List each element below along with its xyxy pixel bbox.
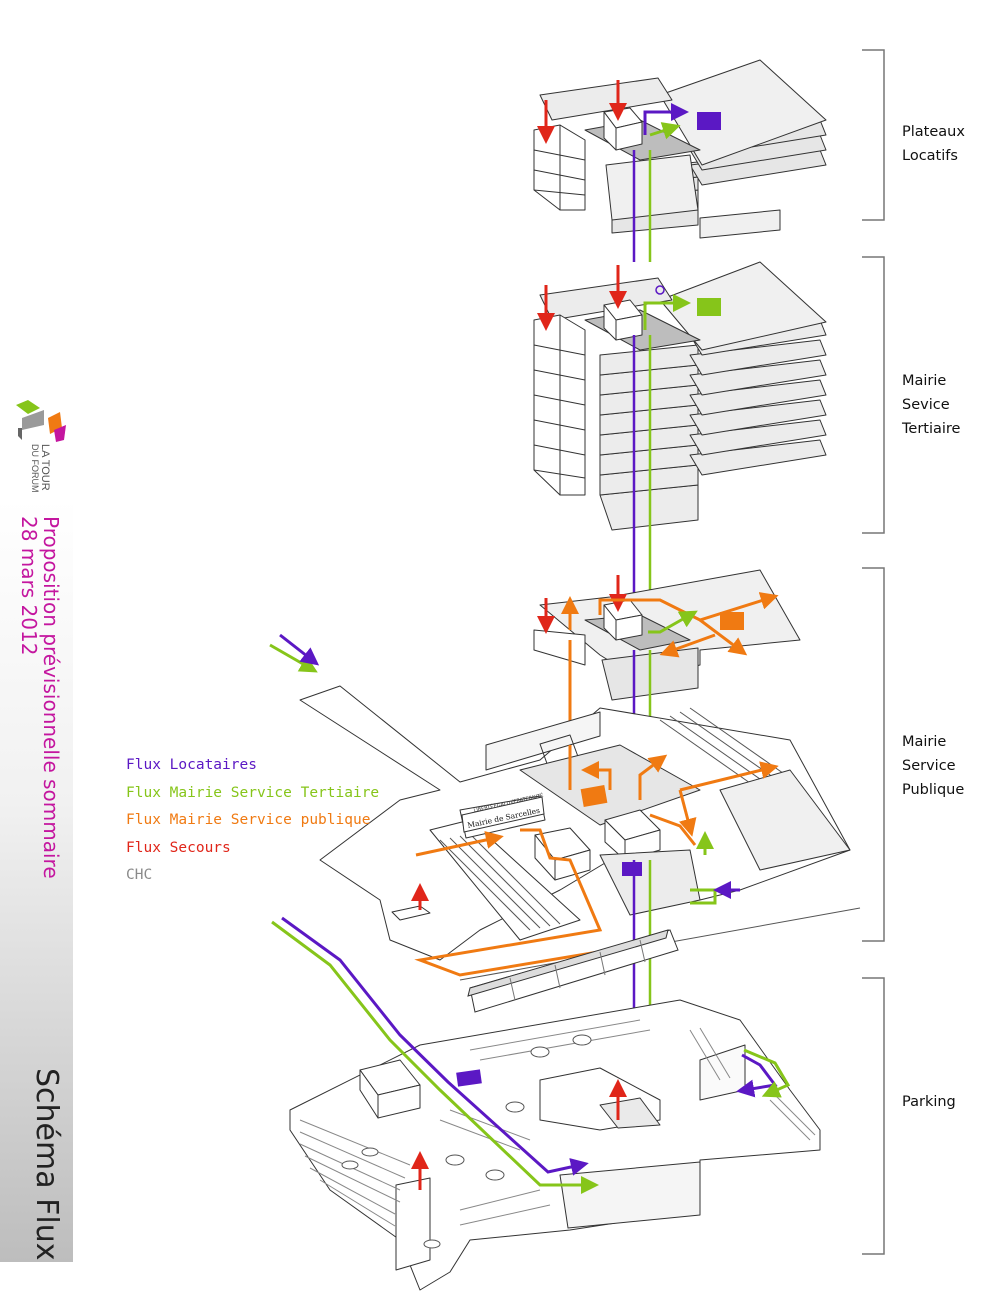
block1-flux (537, 80, 689, 144)
parking-flux (271, 916, 791, 1194)
parking-level (289, 999, 821, 1291)
zone-label-line: Locatifs (902, 148, 958, 164)
legend-item-chc: CHC (126, 867, 153, 883)
page-title: Schéma Flux (29, 1068, 64, 1261)
legend-item-publique: Flux Mairie Service publique (126, 812, 371, 828)
tenant-elevator-icon (697, 112, 721, 130)
public-elevator-icon (720, 612, 744, 630)
legend: Flux Locataires Flux Mairie Service Tert… (126, 752, 379, 890)
zone-label-line: Mairie (902, 734, 947, 750)
ground-floor-plaza (299, 685, 851, 961)
zone-brackets (862, 49, 885, 1255)
zone-label-line: Plateaux (902, 124, 965, 140)
zone-label-parking: Parking (902, 1090, 956, 1114)
block2-flux (537, 265, 691, 331)
zone-label-line: Tertiaire (902, 421, 961, 437)
zone-label-line: Service (902, 758, 956, 774)
ground-elevator-icon (580, 785, 608, 807)
logo-text-line2: DU FORUM (30, 444, 40, 493)
zone-label-tertiaire: Mairie Sevice Tertiaire (902, 369, 960, 441)
legend-item-secours: Flux Secours (126, 839, 231, 856)
tower-block-tertiaire (533, 261, 827, 531)
tram (459, 907, 861, 1013)
ground-floor-flux (269, 633, 779, 977)
zone-label-line: Mairie (902, 373, 947, 389)
zone-label-line: Publique (902, 782, 965, 798)
parking-elevator-icon (456, 1069, 482, 1087)
subtitle-line1: Proposition prévisionnelle sommaire (39, 516, 63, 879)
tower-block-plateaux (533, 59, 827, 239)
legend-item-tertiaire: Flux Mairie Service Tertiaire (126, 784, 380, 801)
tertiaire-elevator-icon (697, 298, 721, 316)
public-service-floor (533, 569, 801, 701)
logo-text-line1: LA TOUR (39, 444, 51, 491)
sidebar-gradient (0, 498, 73, 1262)
zone-label-publique: Mairie Service Publique (902, 730, 964, 802)
ground-tenant-elevator-icon (622, 862, 642, 876)
legend-item-locataires: Flux Locataires (126, 757, 257, 773)
zone-label-line: Sevice (902, 397, 950, 413)
logo-mark (16, 400, 66, 442)
zone-label-line: Parking (902, 1094, 956, 1110)
zone-label-plateaux: Plateaux Locatifs (902, 120, 965, 168)
subtitle-line2: 28 mars 2012 (17, 516, 41, 656)
